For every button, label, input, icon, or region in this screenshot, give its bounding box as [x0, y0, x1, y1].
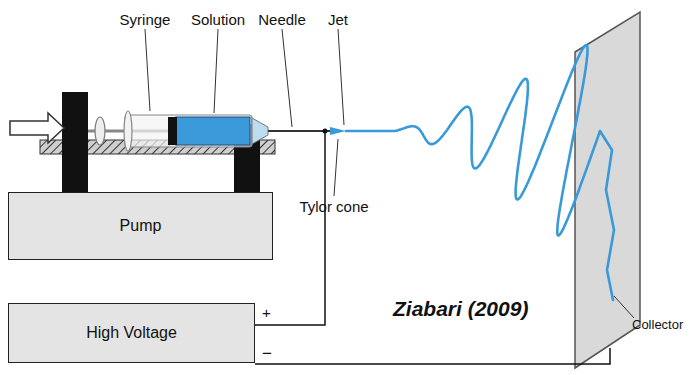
taylor-cone [330, 127, 346, 135]
part-label: Tylor cone [299, 198, 368, 215]
plunger-stopper [168, 117, 177, 145]
part-label: Jet [328, 11, 348, 28]
leader-line [282, 29, 292, 127]
part-label: Solution [191, 11, 245, 28]
syringe-barrel [125, 115, 252, 147]
power-supply-box: High Voltage [8, 303, 255, 363]
syringe-flange [124, 111, 132, 151]
box-label: High Voltage [86, 324, 177, 342]
polymer-solution [176, 117, 250, 145]
pump-box: Pump [8, 192, 273, 260]
box-label: Pump [120, 217, 162, 235]
needle [268, 130, 331, 132]
leader-line [334, 139, 338, 196]
part-label: Collector [632, 318, 683, 333]
collector-plate [575, 12, 640, 368]
part-label: Syringe [120, 11, 171, 28]
push-arrow [10, 113, 64, 143]
negative-wire [255, 348, 610, 364]
syringe-tip [252, 118, 268, 144]
polarity-sign: − [262, 344, 272, 364]
polarity-sign: + [262, 304, 271, 321]
leader-line [338, 29, 344, 125]
polymer-jet [346, 45, 614, 300]
leader-line [614, 296, 634, 318]
plunger-head [95, 117, 105, 145]
part-label: Needle [258, 11, 306, 28]
leader-line [214, 29, 218, 113]
citation: Ziabari (2009) [393, 297, 528, 321]
pump-block [62, 92, 88, 192]
leader-line [145, 29, 150, 111]
